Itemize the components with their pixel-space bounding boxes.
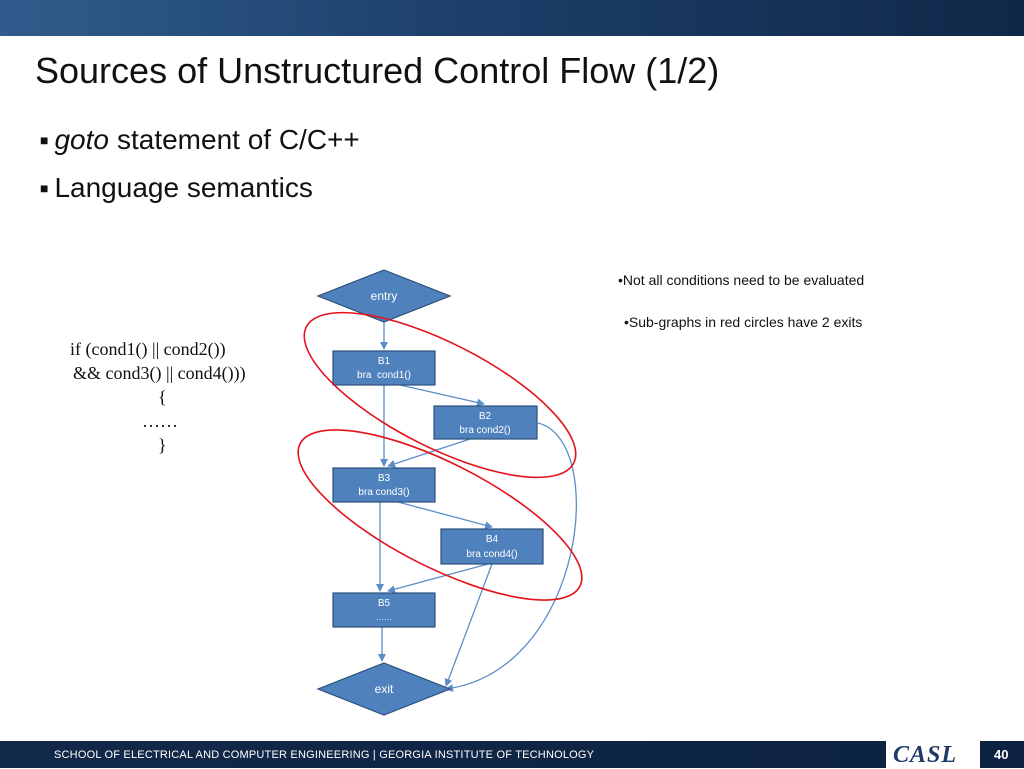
casl-logo: CASL [893,742,958,768]
footer-bar [0,741,1024,768]
page-number: 40 [994,747,1009,762]
exit-node [316,662,452,716]
block-b5-instr: …… [376,613,392,622]
block-b1-name: B1 [378,356,391,367]
block-b2-name: B2 [479,411,492,422]
code-line-3: { [158,387,167,407]
code-line-1: if (cond1() || cond2()) [70,339,226,359]
block-b3-instr: bra cond3() [358,487,409,498]
edge-b4-exit [444,563,493,687]
subgraph-circle-top [303,311,577,479]
logo-background [886,741,980,768]
code-line-5: } [158,435,167,455]
footer-institution: SCHOOL OF ELECTRICAL AND COMPUTER ENGINE… [54,749,595,761]
bullet-marker: ■ [40,132,49,148]
code-line-4: …… [142,411,178,431]
bullet-marker: ■ [40,180,49,196]
entry-label: entry [371,289,398,303]
edge-b1-b2 [399,384,485,407]
block-b3 [332,467,436,503]
edge-b3-b4 [397,501,493,530]
bullet-goto: ■ goto statement of C/C++ [40,124,360,156]
code-line-2: && cond3() || cond4())) [73,363,246,383]
note-conditions: •Not all conditions need to be evaluated [618,272,865,288]
block-b2-instr: bra cond2() [459,425,510,436]
bullet-language-semantics: ■ Language semantics [40,172,313,204]
bullet-goto-text: statement of C/C++ [116,124,360,155]
slide-title: Sources of Unstructured Control Flow (1/… [35,50,720,91]
block-b4 [440,528,544,565]
edge-b2-exit [445,422,578,693]
block-b5-name: B5 [378,598,391,609]
block-b1 [332,350,436,386]
block-b4-instr: bra cond4() [466,549,517,560]
block-b4-name: B4 [486,534,499,545]
bullet-goto-keyword: goto [54,124,109,155]
exit-label: exit [375,682,394,696]
top-banner [0,0,1024,36]
block-b1-instr: bra cond1() [357,370,411,381]
block-b3-name: B3 [378,473,391,484]
block-b2 [433,405,538,440]
note-subgraphs: •Sub-graphs in red circles have 2 exits [624,314,863,330]
subgraph-circle-bottom [297,429,583,601]
block-b5 [332,592,436,628]
bullet-semantics-text: Language semantics [54,172,313,203]
entry-node [316,269,452,323]
edge-b4-b5 [387,563,489,594]
